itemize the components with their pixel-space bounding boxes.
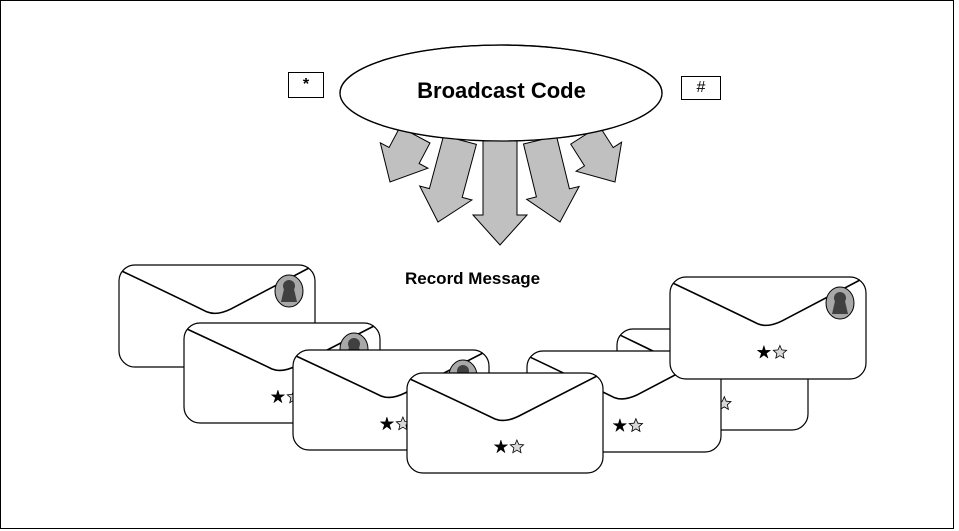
envelope-flap <box>672 279 861 327</box>
down-arrow-icon <box>379 126 431 183</box>
ellipse-mask <box>340 93 662 141</box>
envelope-icon <box>406 372 604 474</box>
down-arrow-icon <box>471 140 529 246</box>
star-pair-icon <box>756 344 788 359</box>
keyhole-seal-icon <box>825 286 855 320</box>
envelope-flap <box>121 267 310 315</box>
broadcast-code-label: Broadcast Code <box>417 78 586 103</box>
envelope-flap <box>409 375 598 422</box>
star-pair-icon <box>493 438 525 454</box>
envelope-stack <box>118 264 867 474</box>
hash-key-box: # <box>681 76 721 100</box>
envelope-icon <box>669 276 867 380</box>
broadcast-arrows <box>339 44 663 246</box>
broadcast-ellipse-outline <box>339 44 663 142</box>
record-message-label: Record Message <box>405 269 541 288</box>
keyhole-seal-icon <box>274 274 304 308</box>
star-pair-icon <box>612 417 644 433</box>
down-arrow-icon <box>522 135 581 223</box>
envelope-flap <box>186 325 375 372</box>
envelope-flap <box>295 352 484 399</box>
star-key-box: * <box>288 72 324 98</box>
envelope-flap <box>529 353 716 400</box>
down-arrow-icon <box>418 134 478 223</box>
